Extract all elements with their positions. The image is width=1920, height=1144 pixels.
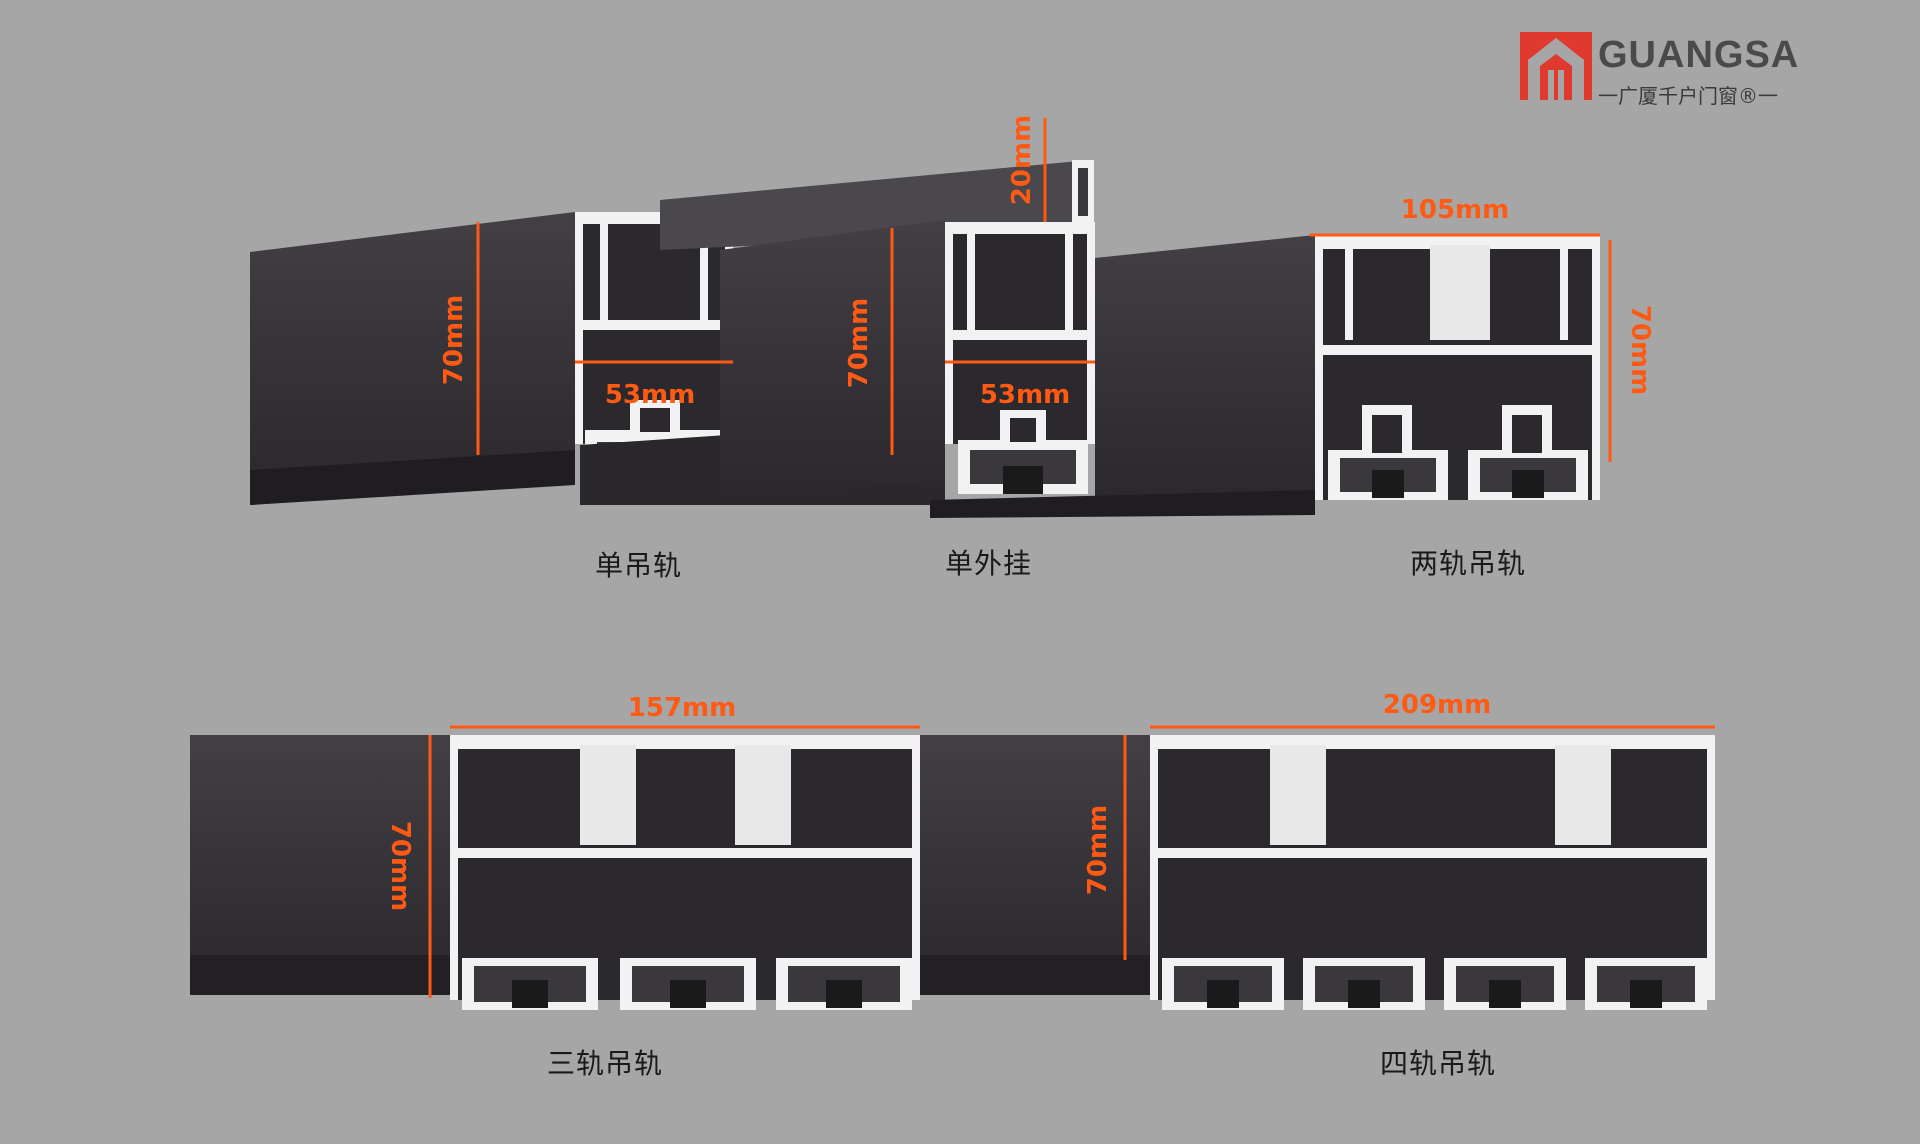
caption-single-hanging-rail: 单吊轨 bbox=[595, 549, 683, 582]
dim-width-5: 209mm bbox=[1383, 690, 1491, 720]
caption-single-external-rail: 单外挂 bbox=[945, 547, 1033, 580]
profile-triple-hanging-rail bbox=[190, 735, 920, 1010]
dim-height-1: 70mm bbox=[439, 295, 469, 385]
dim-width-2: 53mm bbox=[980, 380, 1070, 410]
profile-quad-hanging-rail bbox=[920, 735, 1715, 1010]
dim-extra-2: 20mm bbox=[1007, 115, 1037, 205]
profile-single-external-rail bbox=[580, 160, 1095, 505]
brand-name: GUANGSA bbox=[1598, 34, 1800, 76]
rail-bottom bbox=[250, 450, 575, 505]
dim-height-3: 70mm bbox=[1625, 305, 1655, 395]
profile-double-hanging-rail bbox=[930, 235, 1600, 518]
caption-quad-hanging-rail: 四轨吊轨 bbox=[1380, 1047, 1497, 1080]
caption-triple-hanging-rail: 三轨吊轨 bbox=[547, 1047, 664, 1080]
house-logo-icon bbox=[1520, 32, 1592, 100]
dim-width-4: 157mm bbox=[628, 693, 736, 723]
dim-width-1: 53mm bbox=[605, 380, 695, 410]
brand-subtitle: 一广厦千户门窗®一 bbox=[1598, 84, 1778, 108]
dim-width-3: 105mm bbox=[1401, 195, 1509, 225]
dim-height-4: 70mm bbox=[385, 821, 415, 911]
dimension-lines bbox=[428, 118, 1715, 998]
dimension-labels: 70mm 53mm 70mm 53mm 20mm 105mm 70mm 157m… bbox=[385, 115, 1655, 911]
dim-height-2: 70mm bbox=[844, 298, 874, 388]
dim-height-5: 70mm bbox=[1083, 805, 1113, 895]
brand-logo: GUANGSA 一广厦千户门窗®一 bbox=[1520, 30, 1820, 110]
caption-double-hanging-rail: 两轨吊轨 bbox=[1410, 547, 1527, 580]
rail-section-face bbox=[450, 735, 920, 1000]
rail-section-face bbox=[1150, 735, 1715, 1000]
rail-body bbox=[250, 212, 575, 505]
